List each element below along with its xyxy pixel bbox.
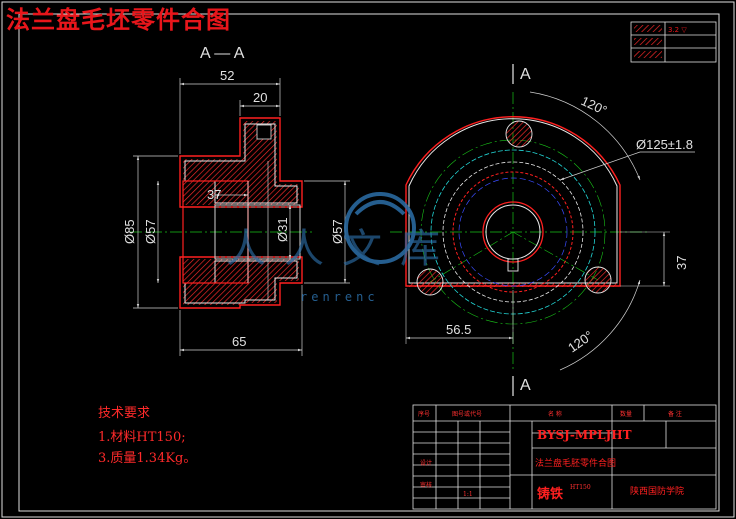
watermark: renrenc 人人文库	[226, 192, 458, 304]
dim-20: 20	[253, 90, 267, 105]
front-view	[390, 64, 695, 396]
corner-block: 3.2 ▽	[630, 21, 717, 63]
tb-check-label: 审核	[420, 482, 433, 489]
bolt-hole-top	[505, 120, 533, 148]
watermark-text: renrenc	[300, 290, 379, 304]
section-mark-bottom: A	[520, 377, 531, 394]
tb-part-name: 法兰盘毛胚零件合图	[535, 459, 617, 469]
tech-requirements-heading: 技术要求	[98, 406, 151, 421]
tb-school: 陕西国防学院	[630, 487, 685, 497]
part-outline-lower	[184, 260, 298, 304]
hatch-upper	[183, 121, 299, 205]
bolt-hole-left	[416, 268, 444, 296]
key-notch	[507, 258, 519, 272]
tech-requirement-2: 3.质量1.34Kg。	[98, 451, 197, 466]
dim-37-left: 37	[207, 187, 221, 202]
flange-part-outline	[408, 118, 618, 284]
tb-header-name: 名 称	[548, 411, 562, 418]
dim-d57-right: Ø57	[330, 219, 345, 244]
tb-material: 铸铁	[537, 487, 564, 502]
inner-frame	[18, 13, 720, 512]
dim-d57-left: Ø57	[143, 219, 158, 244]
hatch-lower	[183, 259, 299, 305]
blank-outline-lower	[179, 256, 303, 309]
section-mark-top: A	[520, 66, 531, 83]
svg-text:3.2 ▽: 3.2 ▽	[668, 26, 687, 34]
tb-material-code: HT150	[570, 484, 591, 491]
dim-37-right: 37	[674, 256, 689, 270]
bolt-hole-right	[584, 266, 612, 294]
tb-scale: 1:1	[463, 491, 473, 498]
dim-d125: Ø125±1.8	[636, 137, 693, 152]
ring-hatched	[452, 171, 574, 293]
slot-upper	[256, 124, 272, 140]
angle-top: 120°	[579, 93, 610, 118]
dim-d31: Ø31	[275, 217, 290, 242]
watermark-logo-icon	[344, 192, 416, 264]
section-view	[130, 78, 350, 356]
tech-requirement-1: 1.材料HT150;	[98, 430, 186, 445]
bore-inner	[214, 204, 301, 260]
watermark-logo-chars: 人人文库	[226, 226, 458, 272]
flange-blank-outline	[405, 116, 621, 287]
drawing-title: 法兰盘毛坯零件合图	[6, 5, 231, 34]
dim-65: 65	[232, 334, 246, 349]
tb-designer-label: 设计	[420, 460, 433, 467]
tb-header-code: 图号或代号	[452, 411, 483, 418]
tb-header-qty: 数量	[620, 411, 633, 418]
tb-header-no: 序号	[418, 411, 431, 418]
tb-drawing-no: BYSJ-MPLJHT	[537, 428, 632, 442]
dim-52: 52	[220, 68, 234, 83]
title-block	[412, 404, 717, 510]
section-label: A — A	[200, 45, 245, 62]
tb-header-note: 备 注	[668, 411, 682, 418]
blank-outline-upper	[179, 117, 303, 208]
dim-56-5: 56.5	[446, 322, 471, 337]
ring-blue	[458, 177, 568, 287]
bore-outline	[482, 201, 544, 263]
dim-d85: Ø85	[122, 219, 137, 244]
